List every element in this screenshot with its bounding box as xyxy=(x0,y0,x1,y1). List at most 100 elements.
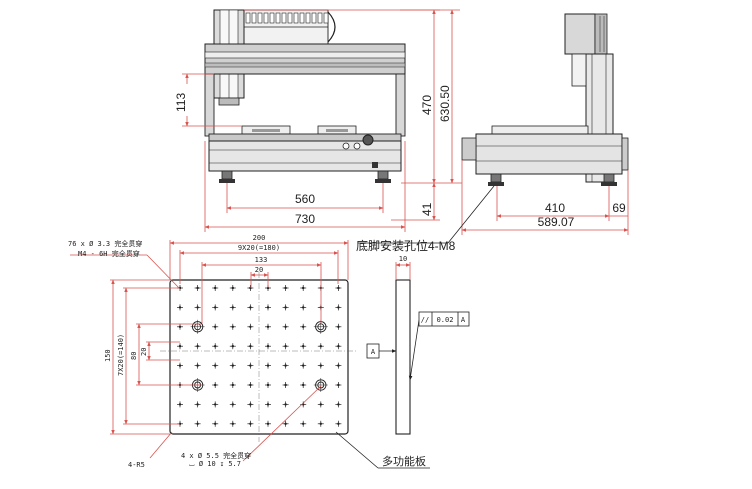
dim-730: 730 xyxy=(295,212,315,226)
threaded-hole xyxy=(317,362,324,369)
right-column xyxy=(395,73,406,137)
threaded-hole xyxy=(177,343,183,350)
threaded-hole xyxy=(317,420,324,427)
base-side xyxy=(475,133,623,175)
chain-link xyxy=(323,12,329,24)
threaded-hole xyxy=(247,401,254,408)
chain-link xyxy=(257,12,263,24)
threaded-hole xyxy=(282,420,289,427)
chain-link xyxy=(275,12,281,24)
threaded-hole xyxy=(282,304,289,311)
chain-link xyxy=(281,12,287,24)
dim-69: 69 xyxy=(612,201,626,215)
tolerance-frame xyxy=(418,311,470,327)
threaded-hole xyxy=(177,362,183,369)
threaded-hole xyxy=(265,343,271,350)
dim-410: 410 xyxy=(545,201,565,215)
plate-side-profile xyxy=(395,279,411,435)
note-holes-line2: M4 - 6H 完全贯穿 xyxy=(78,249,140,258)
gantry-beam xyxy=(204,43,406,75)
note-mount-line2: ⌴ Ø 10 ↧ 5.7 xyxy=(189,460,241,468)
threaded-hole xyxy=(229,304,236,311)
tolerance-value: 0.02 xyxy=(437,316,454,324)
threaded-hole xyxy=(212,323,219,330)
threaded-hole xyxy=(194,304,201,311)
note-corner-radius: 4-R5 xyxy=(128,461,145,469)
dim-41: 41 xyxy=(420,202,434,216)
threaded-hole xyxy=(212,420,219,427)
dim-113: 113 xyxy=(174,93,188,112)
threaded-hole xyxy=(282,362,289,369)
chain-link xyxy=(287,12,293,24)
threaded-hole xyxy=(212,304,219,311)
threaded-hole xyxy=(265,420,271,427)
plate-name-label: 多功能板 xyxy=(382,454,426,468)
motor-housing xyxy=(564,13,596,55)
side-view: 410 69 589.07 底脚安装孔位4-M8 xyxy=(356,13,629,253)
dim-9x20: 9X20(=180) xyxy=(238,244,280,252)
threaded-hole xyxy=(335,420,342,427)
side-foot-right xyxy=(603,173,615,183)
threaded-hole xyxy=(300,285,307,291)
threaded-hole xyxy=(212,362,219,369)
threaded-hole xyxy=(317,343,324,350)
threaded-hole xyxy=(265,401,271,408)
dim-133: 133 xyxy=(255,256,268,264)
threaded-hole xyxy=(282,401,289,408)
note-mount-line1: 4 x Ø 5.5 完全贯穿 xyxy=(181,451,251,460)
threaded-hole xyxy=(247,323,254,330)
threaded-hole xyxy=(300,362,307,369)
threaded-hole xyxy=(194,343,201,350)
threaded-hole xyxy=(229,343,236,350)
mount-hole xyxy=(313,319,328,334)
threaded-hole xyxy=(282,343,289,350)
hole-grid xyxy=(177,285,342,427)
threaded-hole xyxy=(229,362,236,369)
chain-links xyxy=(239,12,329,24)
note-holes-line1: 76 x Ø 3.3 完全贯穿 xyxy=(68,239,142,248)
threaded-hole xyxy=(300,304,307,311)
threaded-hole xyxy=(335,285,342,291)
threaded-hole xyxy=(212,401,219,408)
dim-80: 80 xyxy=(130,352,138,360)
foot-left xyxy=(221,170,233,180)
chain-link xyxy=(305,12,311,24)
threaded-hole xyxy=(194,401,201,408)
threaded-hole xyxy=(177,323,183,330)
threaded-hole xyxy=(177,304,183,311)
threaded-hole xyxy=(247,362,254,369)
dim-589-07: 589.07 xyxy=(538,215,575,229)
cable-chain xyxy=(233,9,336,45)
mount-hole xyxy=(313,378,328,392)
foot-right xyxy=(377,170,389,180)
threaded-hole xyxy=(229,420,236,427)
datum-box xyxy=(366,343,380,359)
threaded-hole xyxy=(194,420,201,427)
threaded-hole xyxy=(265,304,271,311)
base-housing xyxy=(208,140,402,172)
threaded-hole xyxy=(300,323,307,330)
datum-label: A xyxy=(371,348,376,356)
threaded-hole xyxy=(247,285,254,291)
chain-link xyxy=(317,12,323,24)
threaded-hole xyxy=(282,285,289,291)
chain-link xyxy=(311,12,317,24)
threaded-hole xyxy=(265,362,271,369)
threaded-hole xyxy=(229,285,236,291)
plate-view: 200 9X20(=180) 133 20 150 7X20(=140) 80 xyxy=(68,234,470,469)
dim-630-50: 630.50 xyxy=(438,85,452,122)
dim-470: 470 xyxy=(420,95,434,115)
dim-7x20: 7X20(=140) xyxy=(117,334,125,376)
chain-link xyxy=(293,12,299,24)
dim-200: 200 xyxy=(253,234,266,242)
worktable-side xyxy=(491,125,589,135)
dim-20-x: 20 xyxy=(255,266,263,274)
front-view: 113 470 630.50 41 560 730 xyxy=(174,9,462,232)
threaded-hole xyxy=(335,362,342,369)
threaded-hole xyxy=(335,323,342,330)
threaded-hole xyxy=(300,343,307,350)
threaded-hole xyxy=(282,382,289,388)
threaded-hole xyxy=(247,343,254,350)
chain-link xyxy=(251,12,257,24)
threaded-hole xyxy=(229,382,236,388)
